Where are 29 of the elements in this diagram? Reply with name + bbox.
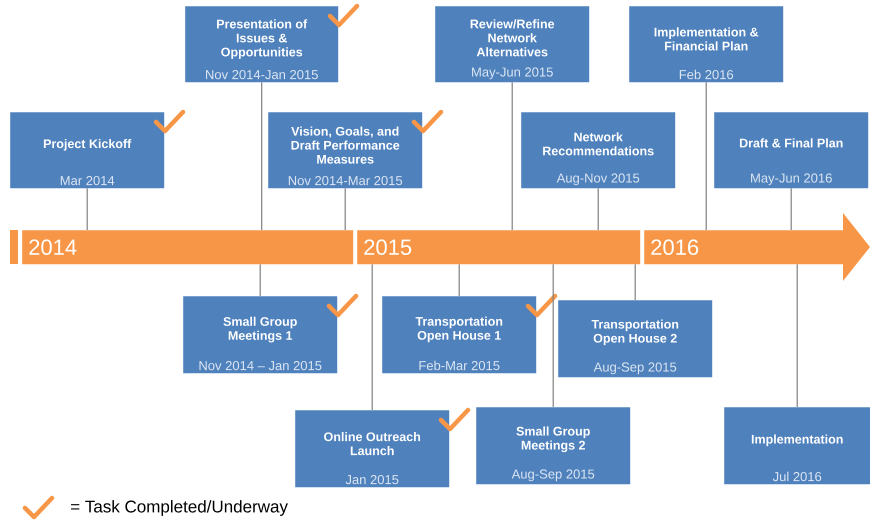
task-box: Draft & Final Plan May-Jun 2016 [714,112,868,188]
leader-line [458,264,460,296]
task-box: Implementation Jul 2016 [724,407,870,484]
leader-line [344,188,346,230]
legend-text: = Task Completed/Underway [71,500,288,516]
leader-line [598,188,599,230]
task-box: Review/Refine Network Alternatives May-Jun 2015 [435,6,590,82]
task-box: Small Group Meetings 2 Aug-Sep 2015 [476,407,630,484]
leader-line [261,82,262,230]
task-box: Small Group Meetings 1 Nov 2014 – Jan 2015 [183,296,338,374]
leader-line [372,264,373,410]
task-box: Transportation Open House 1 Feb-Mar 2015 [382,296,536,374]
leader-line [552,264,554,407]
leader-line [512,82,513,230]
leader-line [790,188,792,230]
task-box: Vision, Goals, and Draft Performance Measures Nov 2014-Mar 2015 [268,112,422,188]
task-box: Implementation & Financial Plan Feb 2016 [629,6,784,82]
leader-line [706,82,707,230]
task-box: Presentation of Issues & Opportunities Nov 2014-Jan 2015 [185,6,338,82]
task-box: Project Kickoff Mar 2014 [10,112,164,188]
year-segment: 2014 [22,230,354,264]
year-segment: 2015 [357,230,640,264]
leader-line [796,264,798,407]
leader-line [260,264,261,296]
task-box: Network Recommendations Aug-Nov 2015 [521,112,676,188]
task-box: Transportation Open House 2 Aug-Sep 2015 [558,300,712,378]
task-box: Online Outreach Launch Jan 2015 [295,410,450,488]
leader-line [86,188,88,230]
leader-line [634,264,636,300]
